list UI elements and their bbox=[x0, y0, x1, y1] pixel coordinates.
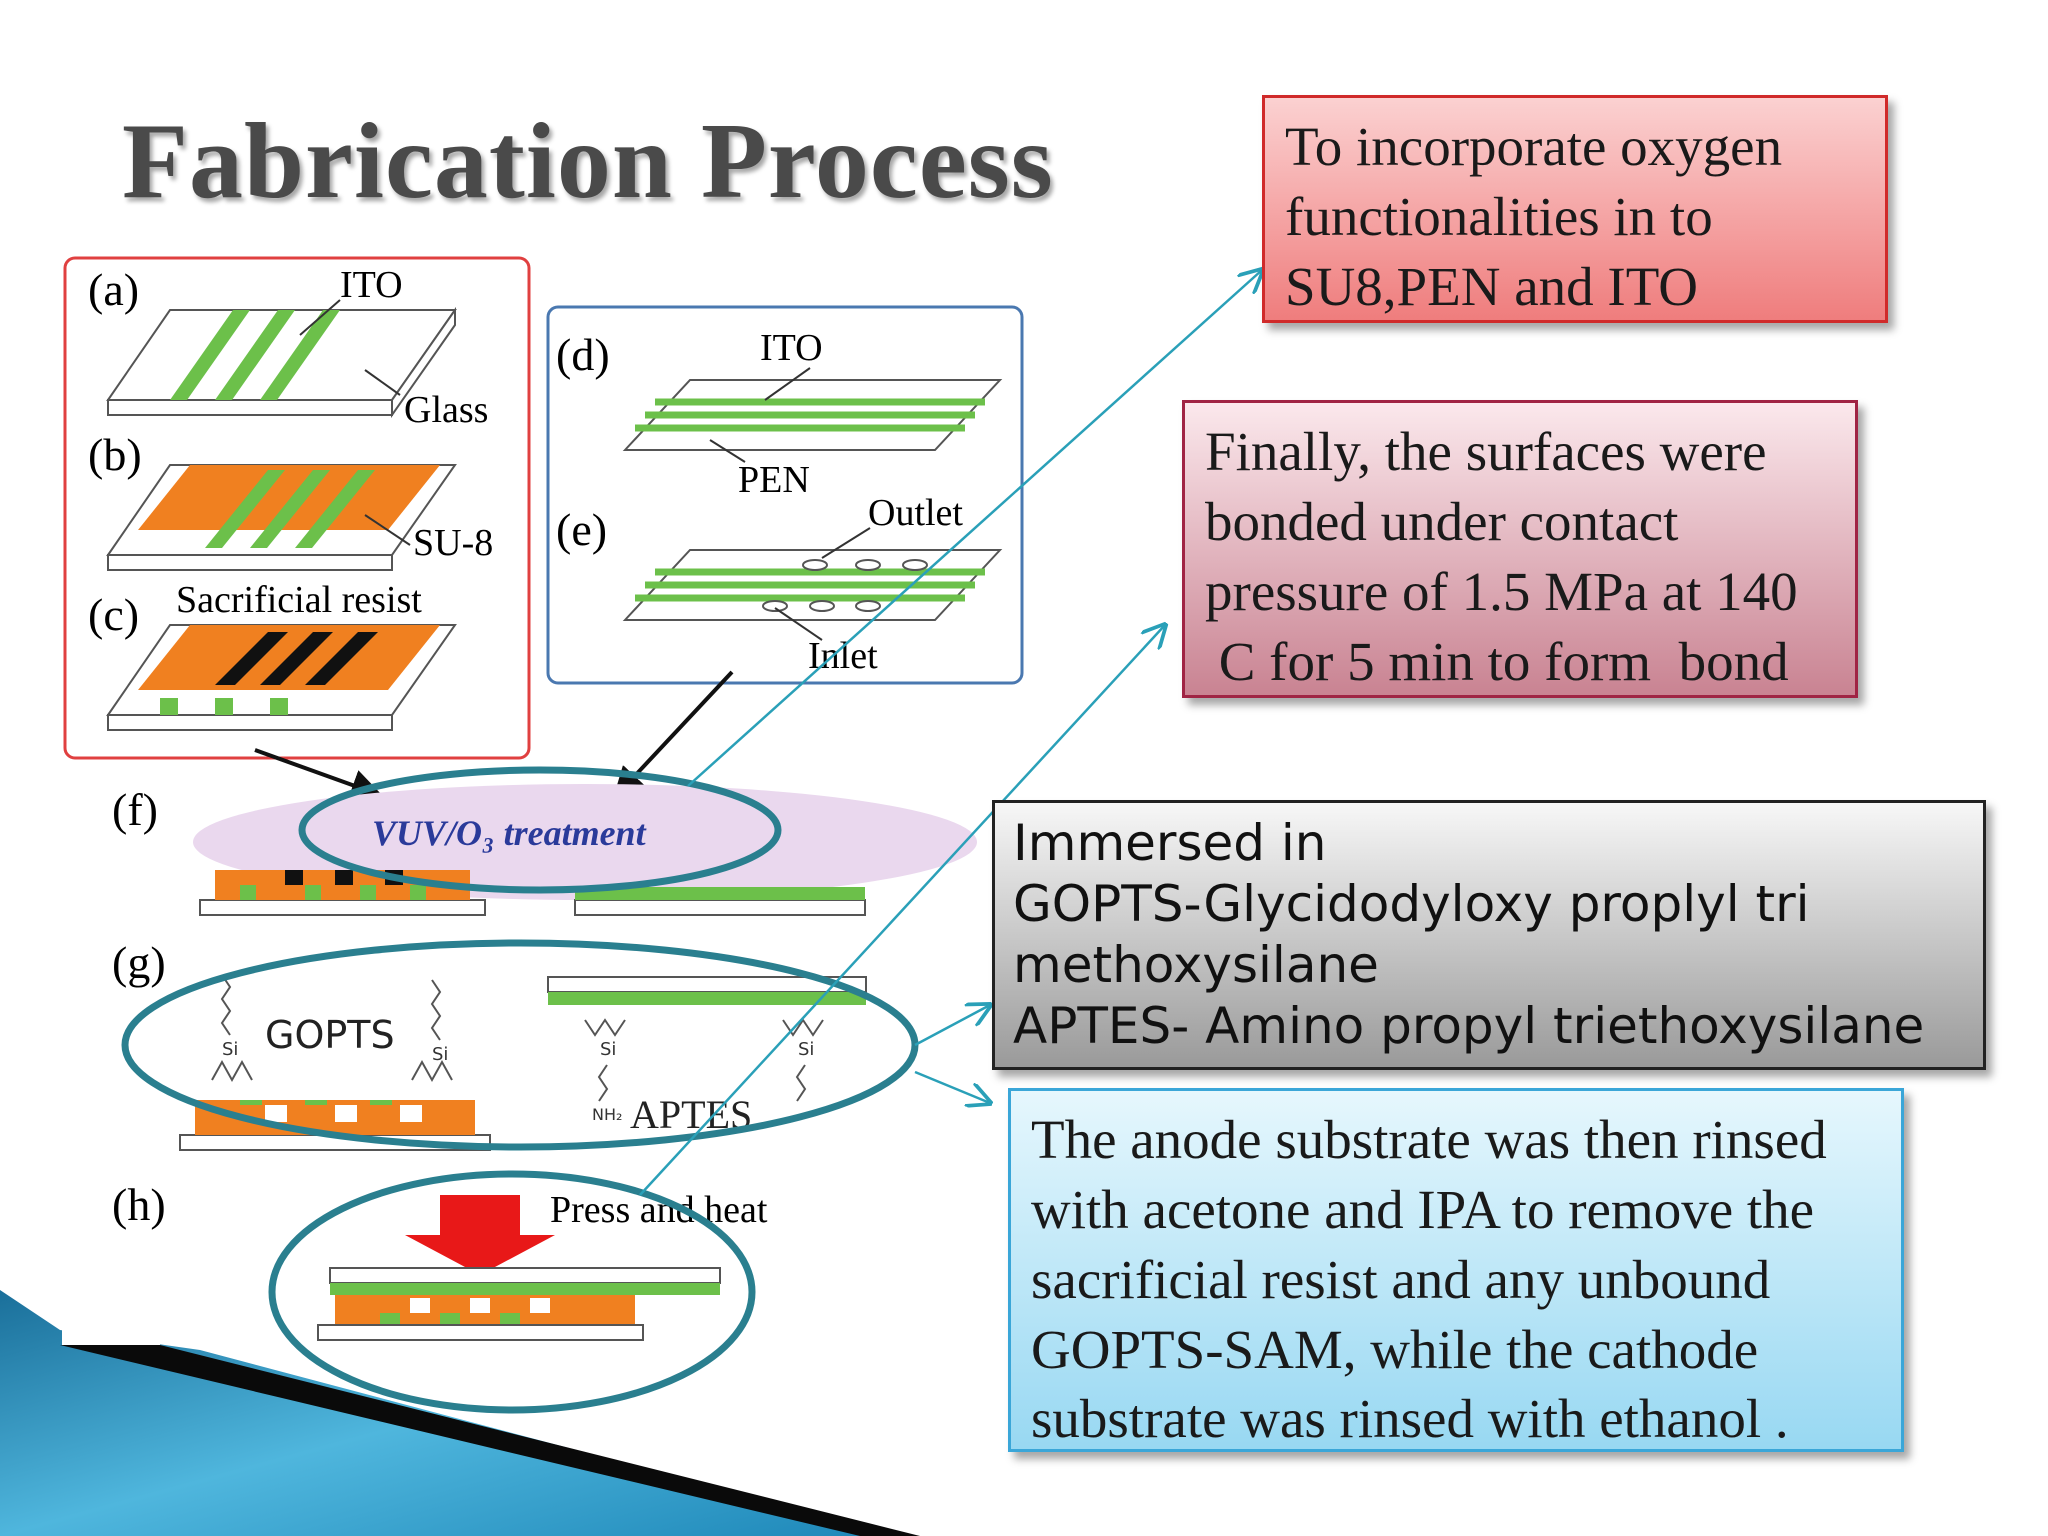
highlight-ellipse-g bbox=[121, 939, 919, 1151]
callout-line: GOPTS-SAM, while the cathode bbox=[1031, 1318, 1759, 1380]
label-su8: SU-8 bbox=[413, 522, 493, 564]
callout-line: C for 5 min to form bond bbox=[1205, 630, 1789, 692]
label-c: (c) bbox=[88, 589, 139, 640]
label-ito-a: ITO bbox=[340, 264, 403, 306]
slide-title: Fabrication Process bbox=[122, 102, 1054, 221]
callout-line: To incorporate oxygen bbox=[1285, 116, 1783, 177]
callout-rinse: The anode substrate was then rinsed with… bbox=[1008, 1088, 1904, 1452]
label-inlet: Inlet bbox=[808, 635, 878, 677]
callout-line: GOPTS-Glycidodyloxy proplyl tri bbox=[1013, 875, 1810, 933]
label-ito-d: ITO bbox=[760, 327, 823, 369]
callout-line: pressure of 1.5 MPa at 140 bbox=[1205, 560, 1798, 622]
label-e: (e) bbox=[556, 504, 607, 555]
abc-frame bbox=[63, 256, 531, 760]
label-outlet: Outlet bbox=[868, 492, 963, 534]
si-4: Si bbox=[798, 1039, 814, 1060]
label-a: (a) bbox=[88, 264, 139, 315]
highlight-ellipse-f bbox=[298, 766, 782, 894]
de-frame bbox=[546, 305, 1024, 685]
callout-oxygen-functionalities: To incorporate oxygen functionalities in… bbox=[1262, 95, 1888, 323]
label-b: (b) bbox=[88, 429, 142, 480]
label-gopts: GOPTS bbox=[265, 1013, 395, 1057]
label-d: (d) bbox=[556, 329, 610, 380]
press-arrow bbox=[405, 1195, 555, 1275]
callout-line: The anode substrate was then rinsed bbox=[1031, 1109, 1827, 1170]
callout-immersion: Immersed in GOPTS-Glycidodyloxy proplyl … bbox=[992, 800, 1986, 1070]
callout-line: APTES- Amino propyl triethoxysilane bbox=[1013, 997, 1925, 1055]
si-3: Si bbox=[600, 1039, 616, 1060]
callout-line: Immersed in bbox=[1013, 814, 1327, 872]
highlight-ellipse-h bbox=[268, 1170, 756, 1414]
callout-line: substrate was rinsed with ethanol . bbox=[1031, 1388, 1789, 1450]
callout-line: with acetone and IPA to remove the bbox=[1031, 1178, 1815, 1240]
si-1: Si bbox=[222, 1039, 238, 1060]
callout-line: Finally, the surfaces were bbox=[1205, 421, 1767, 482]
ito-stripes-a bbox=[170, 310, 340, 400]
label-pen: PEN bbox=[738, 459, 810, 501]
si-2: Si bbox=[432, 1044, 448, 1065]
nh2-label: NH₂ bbox=[592, 1105, 622, 1124]
label-glass: Glass bbox=[404, 389, 488, 431]
label-h: (h) bbox=[112, 1179, 166, 1230]
callout-line: sacrificial resist and any unbound bbox=[1031, 1248, 1771, 1310]
callout-line: functionalities in to bbox=[1285, 185, 1713, 247]
label-vuv: VUV/O₃ treatment bbox=[372, 813, 647, 853]
callout-line: SU8,PEN and ITO bbox=[1285, 255, 1699, 317]
label-g: (g) bbox=[112, 937, 166, 988]
callout-bonding: Finally, the surfaces were bonded under … bbox=[1182, 400, 1858, 698]
label-sacrificial: Sacrificial resist bbox=[176, 579, 422, 621]
callout-line: methoxysilane bbox=[1013, 936, 1379, 994]
label-f: (f) bbox=[112, 784, 158, 835]
callout-line: bonded under contact bbox=[1205, 490, 1679, 552]
